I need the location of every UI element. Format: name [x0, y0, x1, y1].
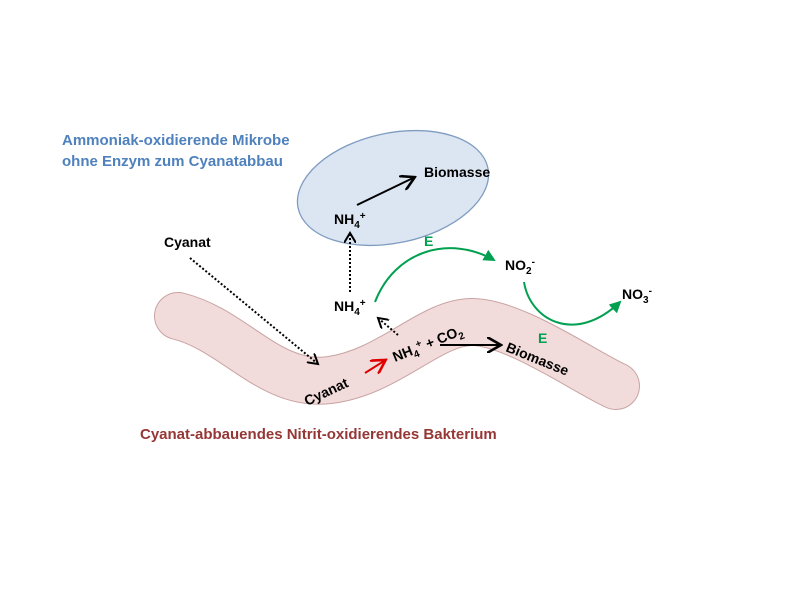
external-ammonium-label: NH4+	[334, 298, 366, 318]
nitrite-oxidation-arrow	[523, 281, 622, 326]
bacterium-cell	[154, 292, 640, 410]
ammonia-oxidation-arrow	[374, 247, 496, 303]
external-cyanate-label: Cyanat	[164, 234, 211, 250]
cyanase-arrow	[364, 361, 384, 373]
microbe-title-line2: ohne Enzym zum Cyanatabbau	[62, 153, 283, 170]
microbe-title-line1: Ammoniak-oxidierende Mikrobe	[62, 132, 290, 149]
bacterium-title: Cyanat-abbauendes Nitrit-oxidierendes Ba…	[140, 426, 497, 443]
microbe-ammonium-label: NH4+	[334, 211, 366, 231]
nitrite-label: NO2-	[505, 257, 535, 277]
microbe-biomass-arrow	[356, 178, 413, 206]
enzyme-label-2: E	[538, 330, 547, 346]
nitrate-label: NO3-	[622, 286, 652, 306]
enzyme-label-1: E	[424, 233, 433, 249]
microbe-biomass-label: Biomasse	[424, 164, 490, 180]
ammonium-release-arrow	[378, 318, 399, 336]
